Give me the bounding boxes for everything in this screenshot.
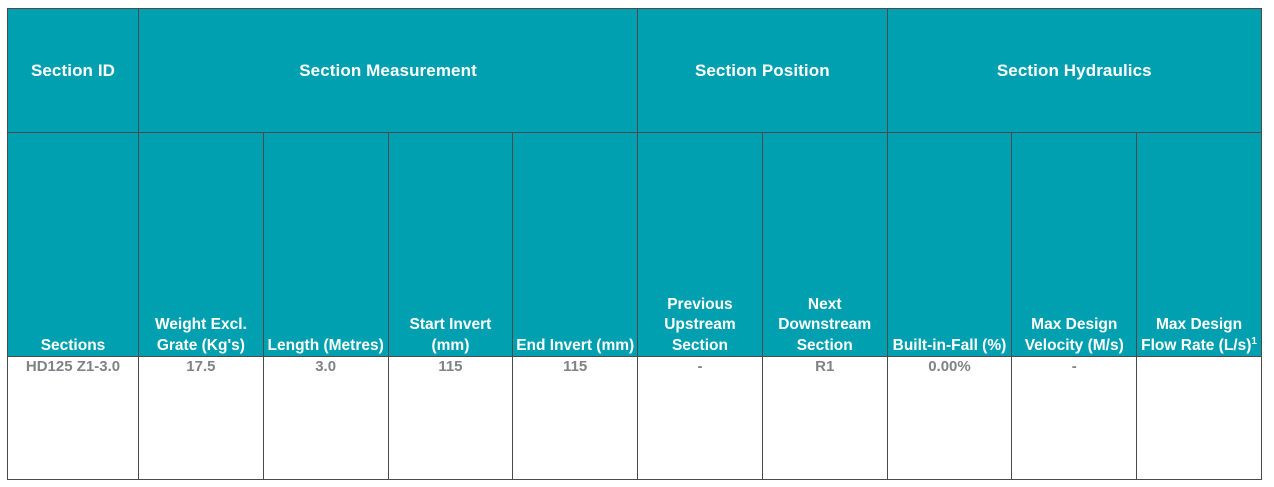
column-header-end-invert: End Invert (mm) [512, 132, 639, 357]
cell-max-design-velocity: - [1011, 356, 1138, 480]
cell-length: 3.0 [262, 356, 389, 480]
cell-sections: HD125 Z1-3.0 [7, 356, 139, 480]
column-header-next-downstream-section: Next Downstream Section [761, 132, 888, 357]
footnote-marker: 1 [1251, 335, 1257, 347]
column-header-sections: Sections [7, 132, 139, 357]
group-header-section-id: Section ID [7, 8, 139, 133]
column-header-max-design-flow-rate-label: Max Design Flow Rate (L/s) [1141, 316, 1252, 354]
column-header-start-invert: Start Invert (mm) [387, 132, 514, 357]
group-header-section-hydraulics: Section Hydraulics [886, 8, 1263, 133]
column-header-row: Sections Weight Excl. Grate (Kg's) Lengt… [7, 132, 1262, 357]
cell-weight-excl-grate: 17.5 [138, 356, 264, 480]
cell-max-design-flow-rate [1136, 356, 1262, 480]
table-body: HD125 Z1-3.0 17.5 3.0 115 115 - R1 0.00%… [7, 356, 1262, 480]
cell-next-downstream-section: R1 [761, 356, 888, 480]
column-header-weight-excl-grate: Weight Excl. Grate (Kg's) [138, 132, 264, 357]
cell-start-invert: 115 [387, 356, 514, 480]
column-header-max-design-flow-rate: Max Design Flow Rate (L/s)1 [1136, 132, 1262, 357]
column-header-previous-upstream-section: Previous Upstream Section [637, 132, 763, 357]
cell-end-invert: 115 [512, 356, 639, 480]
group-header-row: Section ID Section Measurement Section P… [7, 8, 1263, 133]
section-schedule-table: Section ID Section Measurement Section P… [7, 8, 1263, 480]
column-header-length: Length (Metres) [262, 132, 389, 357]
column-header-max-design-velocity: Max Design Velocity (M/s) [1011, 132, 1138, 357]
cell-previous-upstream-section: - [637, 356, 763, 480]
group-header-section-measurement: Section Measurement [137, 8, 639, 133]
section-schedule-table-wrapper: Section ID Section Measurement Section P… [7, 8, 1263, 480]
table-header: Section ID Section Measurement Section P… [7, 8, 1263, 357]
group-header-section-position: Section Position [637, 8, 888, 133]
column-header-built-in-fall: Built-in-Fall (%) [886, 132, 1013, 357]
table-row: HD125 Z1-3.0 17.5 3.0 115 115 - R1 0.00%… [7, 356, 1262, 480]
cell-built-in-fall: 0.00% [886, 356, 1013, 480]
